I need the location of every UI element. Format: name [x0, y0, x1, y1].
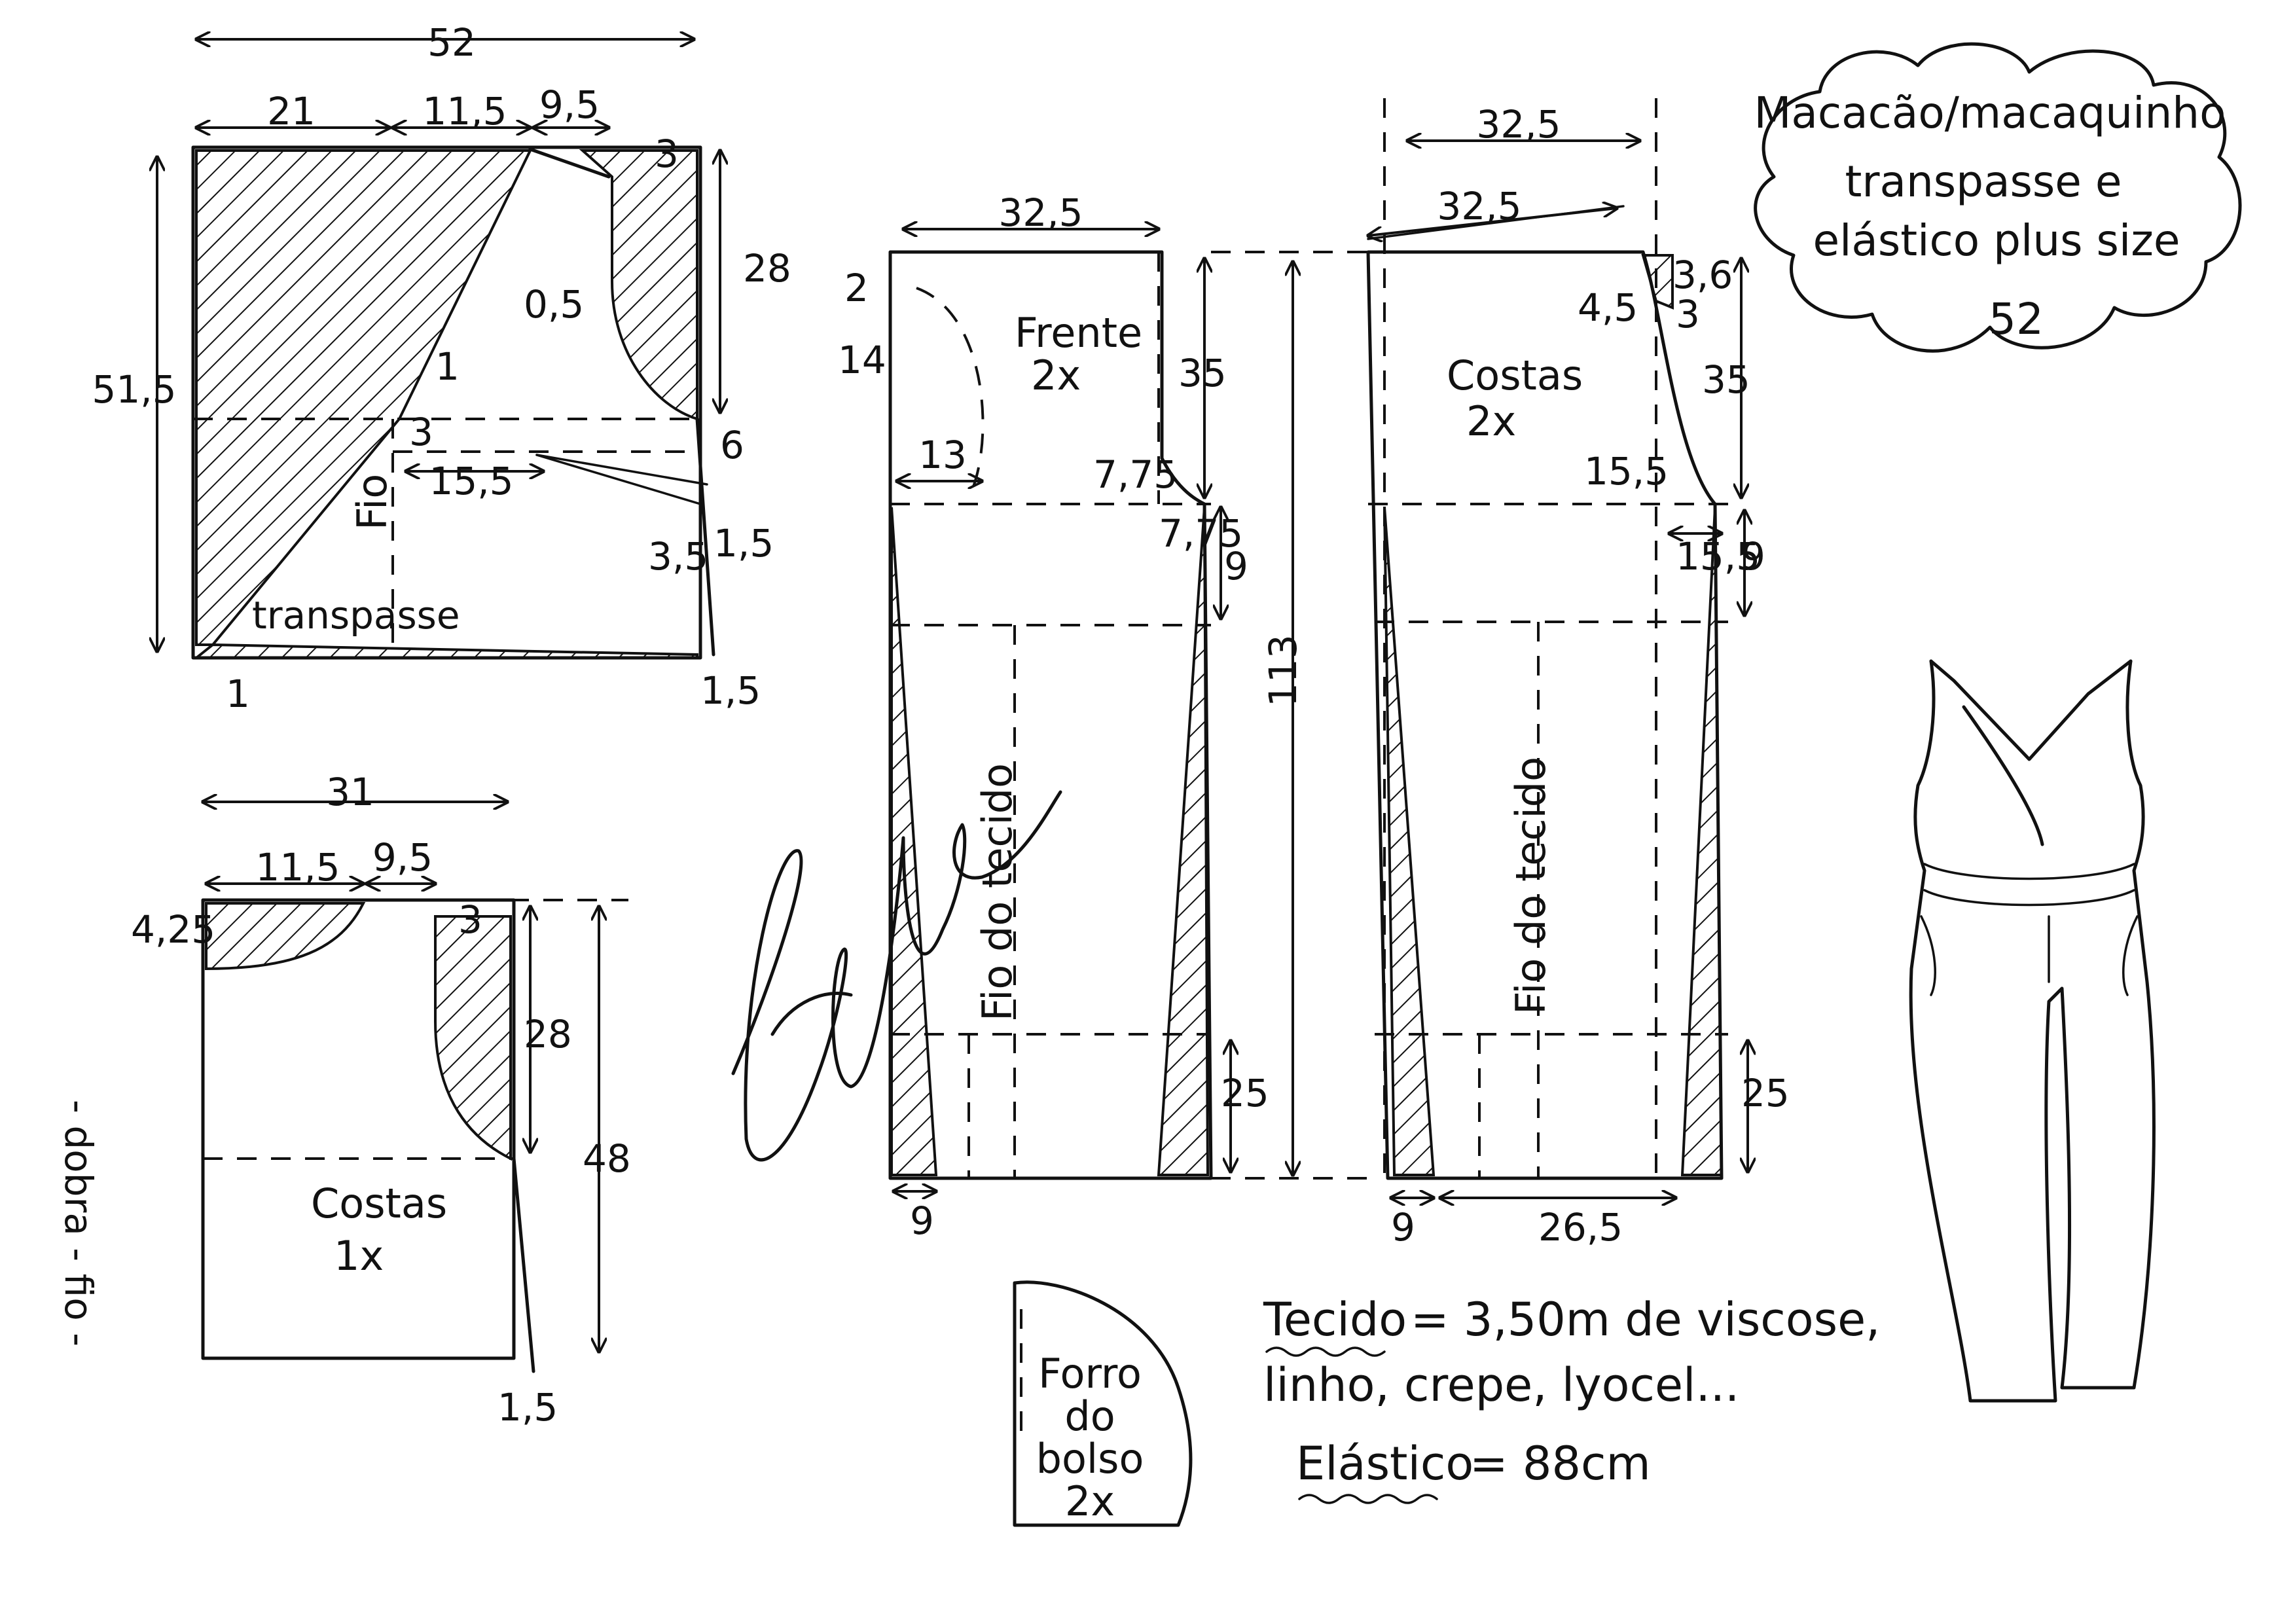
back-pants-hem-9: 9 — [1391, 1205, 1415, 1250]
mark-1: 1 — [435, 344, 460, 389]
front-height-label: 51,5 — [92, 367, 176, 412]
neck-depth-label: 4,25 — [131, 907, 215, 952]
back-pants-count: 2x — [1466, 397, 1516, 445]
materials-notes: Tecido = 3,50m de viscose, linho, crepe,… — [1263, 1293, 1880, 1504]
back-pants-mark-36: 3,6 — [1672, 253, 1733, 297]
back-bodice-count: 1x — [334, 1232, 384, 1280]
seg-c-label: 9,5 — [539, 82, 600, 127]
back-pants-mark-3: 3 — [1676, 292, 1700, 336]
back-pants-width-inner: 32,5 — [1437, 184, 1521, 228]
title-line-1: Macacão/macaquinho — [1754, 88, 2226, 138]
back-mark-3: 3 — [458, 897, 482, 942]
front-pants-mark-14: 14 — [838, 338, 886, 382]
elastic-text: = 88cm — [1470, 1437, 1651, 1490]
mark-3-top: 3 — [655, 132, 679, 176]
front-bodice: 52 21 11,5 9,5 51,5 28 3 0,5 1 3 6 15,5 … — [92, 20, 791, 716]
back-bodice-name: Costas — [311, 1180, 447, 1227]
back-pants-mark-9: 9 — [1741, 534, 1765, 579]
mark-6: 6 — [720, 423, 744, 467]
back-pants-grain: Fio do tecido — [1507, 757, 1555, 1015]
seg-a-label: 21 — [267, 89, 316, 134]
back-pants-width-outer: 32,5 — [1476, 102, 1561, 147]
pocket-line-4: 2x — [1065, 1477, 1115, 1525]
signature-mark — [731, 790, 1062, 1162]
fabric-text: = 3,50m de viscose, — [1411, 1293, 1880, 1346]
pocket-line-1: Forro — [1038, 1350, 1142, 1398]
mark-15-side: 1,5 — [714, 521, 774, 566]
front-armhole-label: 28 — [743, 246, 791, 291]
front-width-label: 52 — [427, 20, 476, 65]
back-armhole-label: 28 — [524, 1012, 572, 1056]
pocket-line-2: do — [1064, 1392, 1115, 1440]
back-seg-b: 9,5 — [372, 835, 433, 880]
pocket-line-3: bolso — [1036, 1435, 1144, 1483]
back-pants-hem-265: 26,5 — [1538, 1205, 1623, 1250]
fabric-text-2: linho, crepe, lyocel... — [1263, 1358, 1739, 1412]
back-pants-name: Costas — [1447, 352, 1583, 399]
total-length-label: 113 — [1261, 634, 1305, 707]
front-pants-width: 32,5 — [998, 190, 1083, 235]
front-pants-hem-9: 9 — [910, 1199, 934, 1243]
front-pants-mark-775b: 7,75 — [1159, 511, 1243, 556]
wrap-label: transpasse — [252, 593, 460, 638]
mark-35: 3,5 — [648, 534, 708, 579]
front-pants-crotch: 35 — [1178, 351, 1227, 395]
front-pants-hem-25: 25 — [1221, 1071, 1269, 1115]
title-cloud: Macacão/macaquinho transpasse e elástico… — [1754, 42, 2242, 353]
back-mark-15: 1,5 — [497, 1385, 558, 1430]
front-grain-label: Fio — [348, 474, 396, 530]
front-pants-count: 2x — [1031, 352, 1081, 399]
elastic-label: Elástico — [1296, 1437, 1473, 1490]
title-size: 52 — [1989, 294, 2044, 344]
jumpsuit-sketch — [1909, 659, 2156, 1403]
pocket-lining: Forro do bolso 2x — [1013, 1280, 1193, 1527]
back-pants-hem-25: 25 — [1741, 1071, 1790, 1115]
back-pants-mark-45: 4,5 — [1578, 285, 1638, 330]
mark-15-bottom: 1,5 — [700, 668, 761, 713]
back-bodice: 31 11,5 9,5 4,25 3 28 48 1,5 - dobra - f… — [56, 770, 631, 1430]
mark-05: 0,5 — [524, 282, 584, 327]
fabric-label: Tecido — [1263, 1293, 1407, 1346]
front-pants-name: Frente — [1015, 309, 1142, 357]
fold-label: - dobra - fio - — [56, 1100, 101, 1346]
front-pants-mark-9: 9 — [1224, 544, 1248, 588]
back-pants-mark-155a: 15,5 — [1584, 449, 1669, 494]
back-seg-a: 11,5 — [255, 845, 340, 890]
title-line-2: transpasse e — [1845, 156, 2122, 207]
front-pants-mark-775a: 7,75 — [1093, 452, 1178, 497]
title-line-3: elástico plus size — [1813, 215, 2180, 266]
front-pants-grain: Fio do tecido — [973, 763, 1021, 1021]
back-height-label: 48 — [583, 1136, 631, 1181]
mark-3-mid: 3 — [409, 410, 433, 454]
back-pants-crotch: 35 — [1702, 357, 1750, 402]
back-pants: 32,5 32,5 4,5 3,6 3 35 15,5 15,5 9 25 9 … — [1368, 98, 1790, 1250]
mark-1-bottom: 1 — [226, 672, 250, 716]
front-pants-mark-2: 2 — [844, 266, 869, 310]
front-pants-mark-13: 13 — [918, 433, 967, 477]
front-pants: 32,5 2 14 35 13 7,75 7,75 9 25 9 Frente … — [838, 190, 1269, 1243]
back-width-label: 31 — [326, 770, 374, 814]
seg-b-label: 11,5 — [422, 89, 507, 134]
dart-width-label: 15,5 — [429, 459, 513, 503]
